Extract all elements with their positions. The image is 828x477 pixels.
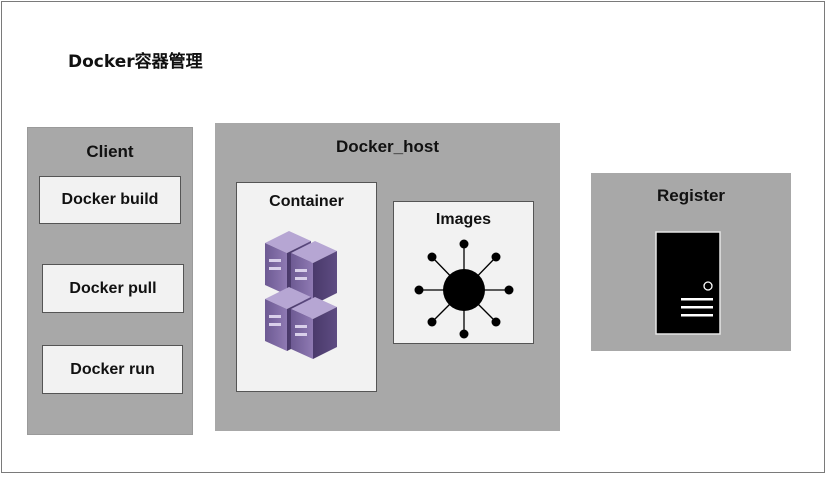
server-tower-icon <box>655 231 721 335</box>
register-panel: Register <box>591 173 791 351</box>
docker-host-panel: Docker_host Container <box>215 123 560 431</box>
client-panel: Client Docker build Docker pull Docker r… <box>27 127 193 435</box>
client-title: Client <box>86 142 134 161</box>
hub-node-icon <box>414 239 514 339</box>
docker-build-box: Docker build <box>39 176 181 224</box>
docker-run-box: Docker run <box>42 345 183 394</box>
images-box: Images <box>393 201 534 344</box>
container-box: Container <box>236 182 377 392</box>
images-label: Images <box>435 211 492 228</box>
container-label: Container <box>269 193 344 210</box>
docker-host-title: Docker_host <box>336 137 439 156</box>
page-title: Docker容器管理 <box>68 52 203 72</box>
register-title: Register <box>656 186 726 205</box>
docker-pull-box: Docker pull <box>42 264 184 313</box>
server-stack-icon <box>265 231 337 359</box>
